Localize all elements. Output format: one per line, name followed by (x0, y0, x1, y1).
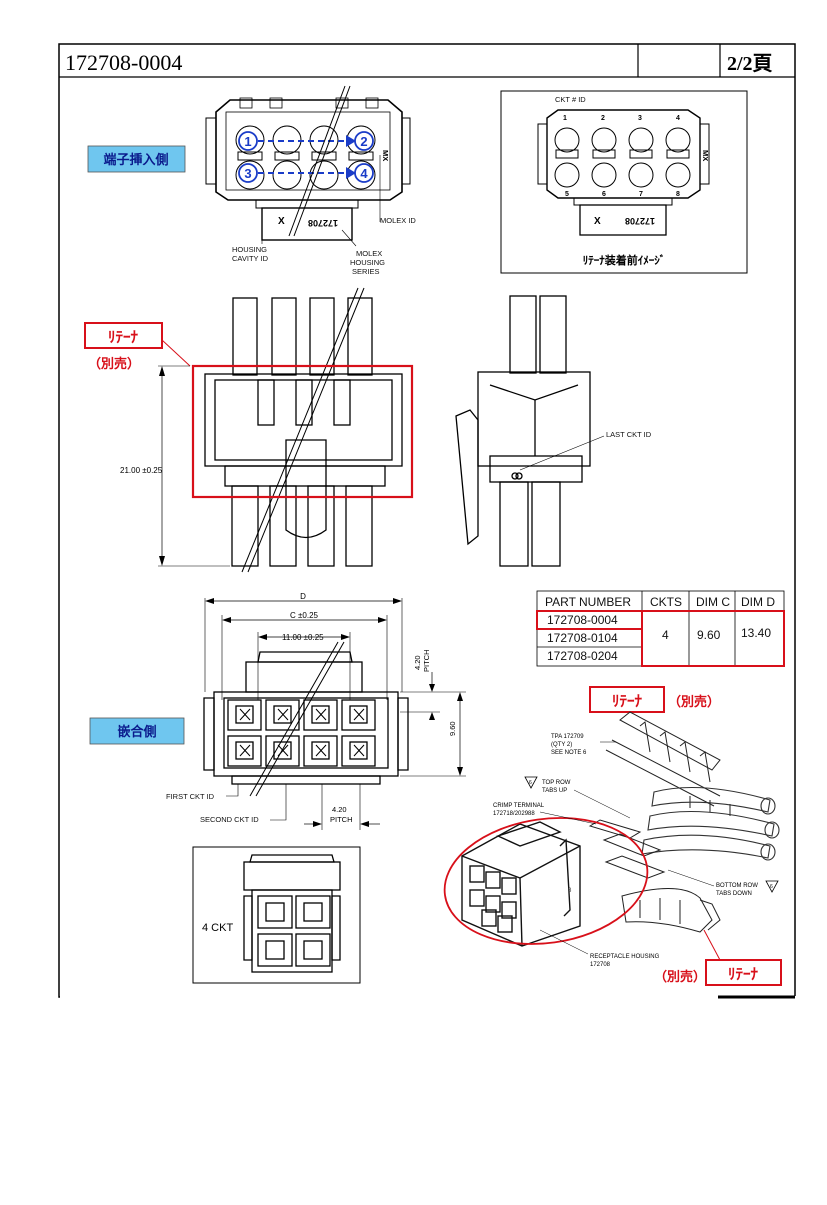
ckt-num-1: 1 (563, 115, 567, 122)
table-row-part-0104: 172708-0104 (547, 631, 618, 645)
housing-cavity-id-line2: CAVITY ID (232, 254, 269, 263)
pitch-top-label: PITCH (422, 650, 431, 673)
dim-d-label: D (300, 592, 306, 601)
height-dimension: 21.00 ±0.25 (120, 466, 163, 475)
retainer-top-callout-box (589, 686, 665, 713)
cavity-1-number: 1 (244, 134, 251, 149)
before-x-mark: X (594, 216, 601, 227)
table-dim-c-value: 9.60 (697, 628, 721, 642)
dim-c-label: C ±0.25 (290, 611, 319, 620)
last-ckt-id-label: LAST CKT ID (606, 430, 652, 439)
cavity-2-number: 2 (360, 134, 367, 149)
ckt-num-6: 6 (602, 191, 606, 198)
before-retainer-caption: ﾘﾃｰﾅ装着前ｲﾒｰｼﾞ (583, 253, 666, 267)
before-retainer-frame (500, 90, 748, 274)
part-number-table: PART NUMBER CKTS DIM C DIM D 172708-0004… (536, 590, 785, 667)
ckt-num-4: 4 (676, 115, 680, 122)
table-header-part-number: PART NUMBER (545, 595, 631, 609)
dim-960-label: 9.60 (448, 721, 457, 736)
before-housing-text: 172708 (625, 216, 655, 226)
retainer-sold-separately: （別売） (88, 356, 140, 372)
crimp-terminal-label-line1: CRIMP TERMINAL (493, 803, 545, 809)
molex-housing-series-line2: HOUSING (350, 258, 385, 267)
mating-view: 嵌合側 D C ±0.25 11.00 ±0.25 (89, 592, 466, 984)
table-row-part-0004: 172708-0004 (547, 613, 618, 627)
receptacle-housing-label-line2: 172708 (590, 962, 611, 968)
retainer-highlight-box (191, 364, 414, 499)
second-ckt-id-label: SECOND CKT ID (200, 815, 259, 824)
cavity-3-marker (238, 163, 258, 183)
ckt-num-5: 5 (565, 191, 569, 198)
top-row-label-line1: TOP ROW (542, 780, 571, 786)
ckt-num-2: 2 (601, 115, 605, 122)
four-ckt-label: 4 CKT (202, 922, 233, 934)
before-mx-mark: MX (701, 150, 710, 161)
cavity-4-number: 4 (360, 166, 368, 181)
molex-housing-series-line1: MOLEX (356, 249, 382, 258)
ckt-num-7: 7 (639, 191, 643, 198)
svg-text:8: 8 (568, 888, 572, 894)
table-dims-highlight (641, 610, 785, 667)
retainer-callout: ﾘﾃｰﾅ (108, 328, 139, 346)
top-row-label-line2: TABS UP (542, 788, 567, 794)
retainer-bottom-sold-separately: （別売） (654, 969, 706, 985)
table-row-part-0204: 172708-0204 (547, 649, 618, 663)
pitch-top-value: 4.20 (413, 655, 422, 670)
ckt-id-label: CKT # ID (555, 95, 586, 104)
four-ckt-frame (192, 846, 361, 984)
retainer-top-sold-separately: （別売） (668, 694, 720, 710)
retainer-bottom-callout-box (705, 959, 782, 986)
dim-11-label: 11.00 ±0.25 (282, 633, 324, 642)
retainer-top-callout: ﾘﾃｰﾅ (612, 692, 643, 710)
bottom-row-label-line1: BOTTOM ROW (716, 883, 758, 889)
bottom-row-label-line2: TABS DOWN (716, 891, 752, 897)
terminal-side-label: 端子挿入側 (103, 152, 168, 168)
mating-side-label: 嵌合側 (117, 724, 156, 740)
top-view: 端子挿入側 1 2 3 4 MX (87, 85, 416, 276)
receptacle-housing-label-line1: RECEPTACLE HOUSING (590, 954, 660, 960)
housing-cavity-id-line1: HOUSING (232, 245, 267, 254)
side-views: ﾘﾃｰﾅ （別売） 21.00 ±0.25 (84, 287, 652, 573)
molex-housing-series-line3: SERIES (352, 267, 380, 276)
crimp-terminal-label-line2: 172718/202988 (493, 811, 535, 817)
first-ckt-id-label: FIRST CKT ID (166, 792, 215, 801)
ckt-num-8: 8 (676, 191, 680, 198)
tpa-label-line2: (QTY 2) (551, 742, 572, 748)
exploded-view: ﾘﾃｰﾅ （別売） (443, 686, 782, 986)
cavity-2-marker (354, 131, 374, 151)
table-header-dim-d: DIM D (741, 595, 775, 609)
before-retainer-view: CKT # ID 1 2 3 4 5 6 7 8 MX X 172708 ﾘﾃｰ… (500, 90, 748, 274)
svg-text:6: 6 (529, 780, 532, 786)
top-mx-mark: MX (381, 150, 390, 161)
table-header-dim-c: DIM C (696, 595, 730, 609)
mating-side-callout (89, 717, 185, 745)
sheet-frame (58, 43, 796, 998)
table-ckts-value: 4 (662, 628, 669, 642)
pitch-bottom-value: 4.20 (332, 805, 347, 814)
page-indicator: 2/2頁 (727, 53, 773, 75)
retainer-bottom-callout: ﾘﾃｰﾅ (728, 965, 759, 983)
molex-id-label: MOLEX ID (380, 216, 416, 225)
receptacle-highlight-ellipse (443, 817, 649, 945)
tpa-label-line1: TPA 172709 (551, 734, 584, 740)
svg-text:6: 6 (770, 884, 773, 890)
ckt-num-3: 3 (638, 115, 642, 122)
table-dim-d-value: 13.40 (741, 626, 771, 640)
cavity-4-marker (354, 163, 374, 183)
top-housing-text: 172708 (308, 218, 338, 228)
tpa-label-line3: SEE NOTE 6 (551, 750, 587, 756)
top-x-mark: X (278, 216, 285, 227)
part-number-title: 172708-0004 (65, 50, 182, 75)
table-header-ckts: CKTS (650, 595, 682, 609)
cavity-1-marker (238, 131, 258, 151)
cavity-3-number: 3 (244, 166, 251, 181)
terminal-side-callout (87, 145, 186, 173)
pitch-bottom-label: PITCH (330, 815, 353, 824)
retainer-callout-box (84, 322, 163, 349)
